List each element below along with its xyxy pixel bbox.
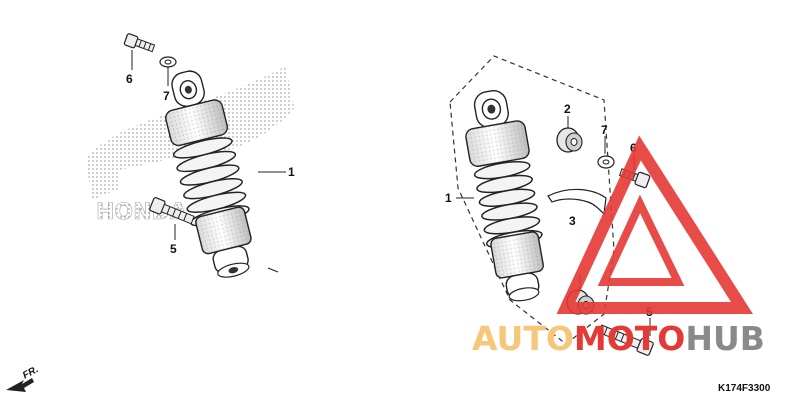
right-clip [547, 188, 607, 216]
right-upper-bushing [556, 127, 583, 153]
callout-left-damper: 1 [288, 165, 295, 179]
callout-right-washer: 7 [601, 123, 608, 137]
front-direction-label: FR. [21, 364, 40, 381]
callout-left-upper-bolt: 6 [126, 72, 133, 86]
watermark-word-hub: HUB [685, 319, 765, 358]
callout-right-clip: 3 [569, 214, 576, 228]
right-shock-absorber [464, 89, 545, 302]
left-lower-bolt [149, 197, 195, 225]
watermark-triangle-icon [556, 135, 753, 314]
callout-left-lower-bolt: 5 [170, 242, 177, 256]
front-arrow-icon [6, 378, 34, 392]
front-direction-indicator: FR. [6, 364, 40, 392]
diagram-code: K174F3300 [718, 383, 771, 394]
callout-left-washer: 7 [163, 89, 170, 103]
callout-right-upper-bushing: 2 [564, 102, 571, 116]
right-lower-bolt [598, 324, 654, 356]
watermark-word-moto: MOTO [574, 319, 685, 358]
left-upper-bolt [123, 33, 156, 53]
left-shock-assembly: 6 7 1 5 [123, 33, 295, 278]
watermark-text: AUTOMOTOHUB [472, 319, 765, 358]
watermark-word-auto: AUTO [472, 319, 574, 358]
watermark: AUTOMOTOHUB [472, 135, 765, 358]
callout-right-damper: 1 [445, 191, 452, 205]
left-shock-absorber [165, 70, 253, 278]
